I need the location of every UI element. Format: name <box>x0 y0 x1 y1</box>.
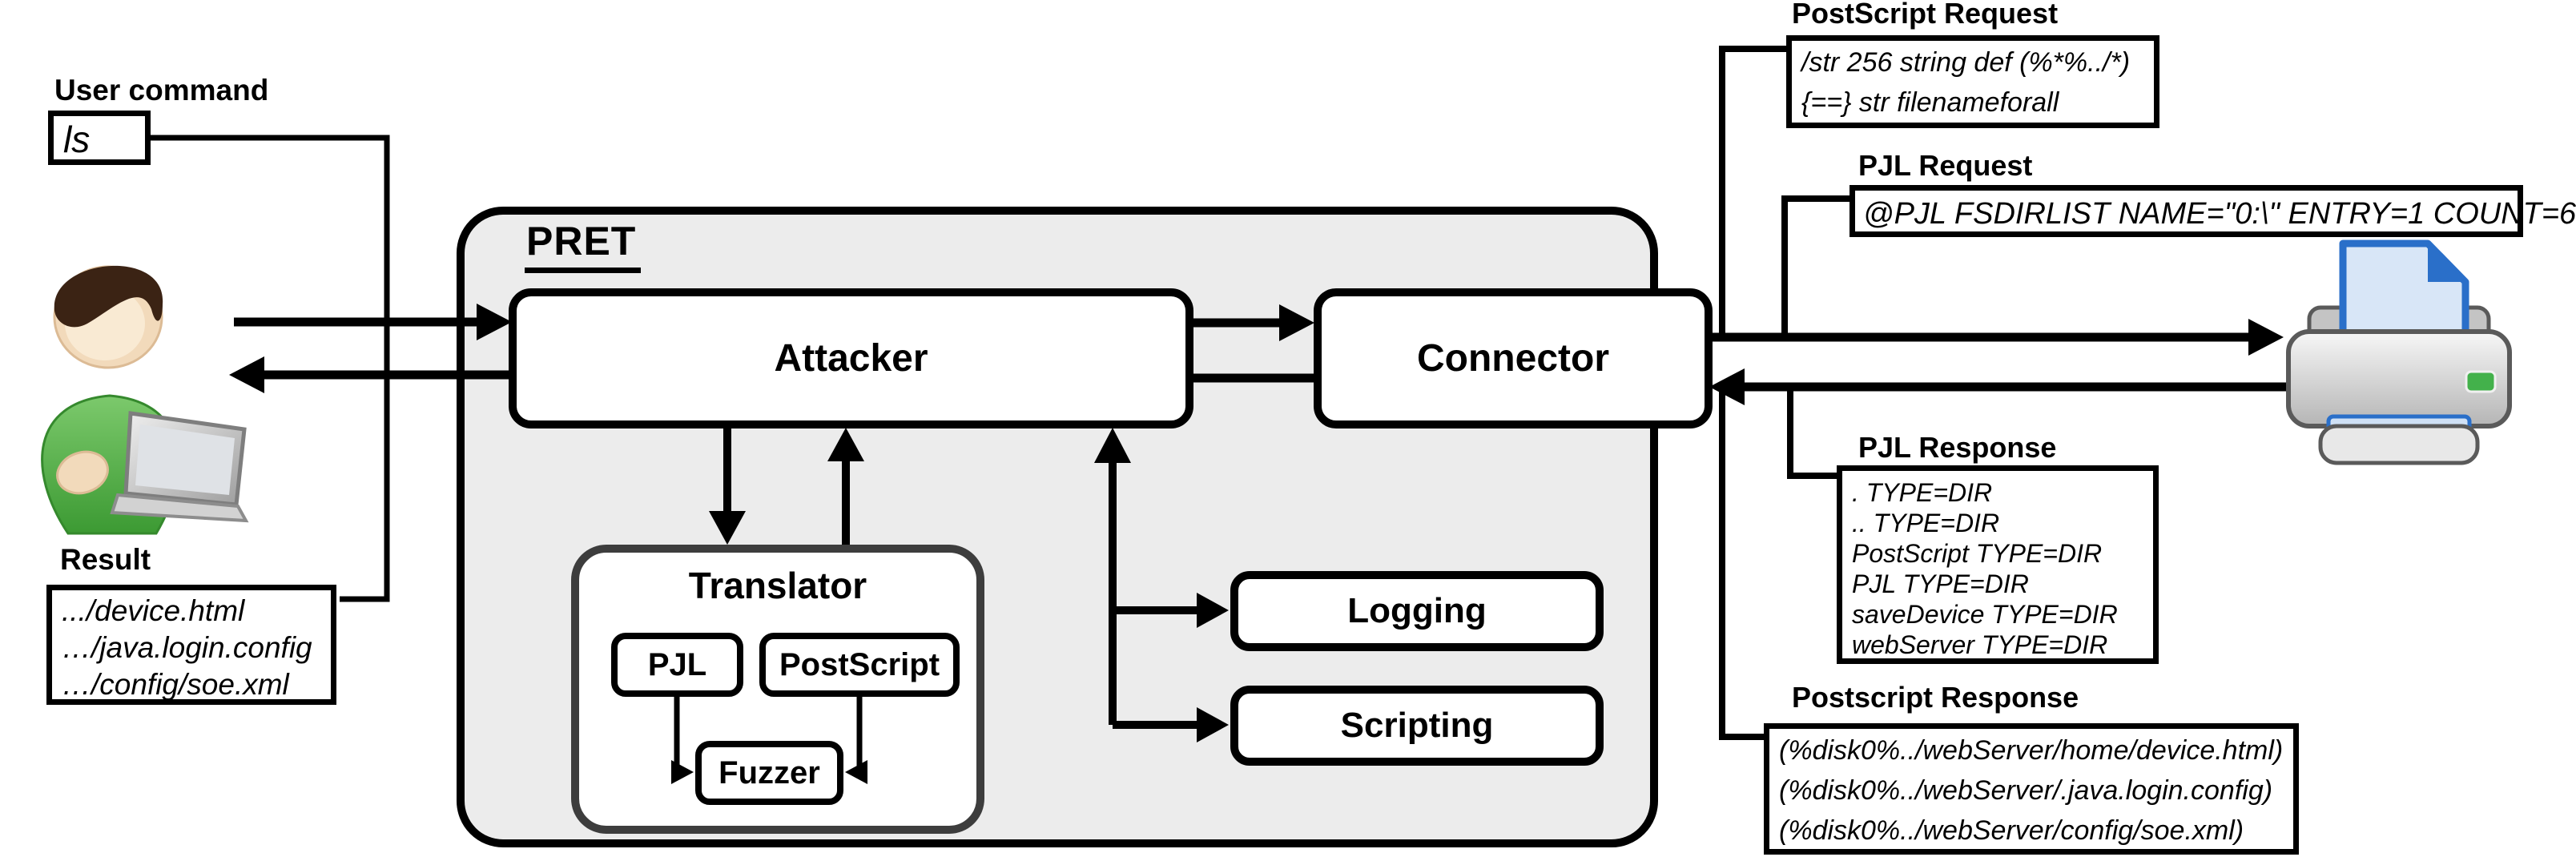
printer-document-fold <box>2428 243 2465 282</box>
pret-title: PRET <box>525 218 642 273</box>
postscript-response-line: (%disk0%../webServer/.java.login.config) <box>1779 775 2273 806</box>
pjl-label: PJL <box>647 646 707 682</box>
postscript-label: PostScript <box>779 646 940 682</box>
printer-led <box>2465 370 2497 393</box>
request-line-to-pjl-request-branch <box>1781 195 1849 337</box>
person-hair <box>54 265 163 328</box>
pjl-request-box: @PJL FSDIRLIST NAME="0:\" ENTRY=1 COUNT=… <box>1849 185 2576 237</box>
scripting-label: Scripting <box>1340 706 1494 745</box>
postscript-response-line: (%disk0%../webServer/home/device.html) <box>1779 735 2284 766</box>
result-label: Result <box>60 543 151 576</box>
pjl-response-line: webServer TYPE=DIR <box>1852 630 2108 659</box>
postscript-request-title: PostScript Request <box>1792 0 2059 30</box>
person-hand <box>56 450 109 495</box>
fuzzer-box: Fuzzer <box>695 741 843 805</box>
pjl-request-title: PJL Request <box>1858 149 2033 182</box>
result-line: .../device.html <box>62 594 245 627</box>
printer-to-connector-arrowhead <box>1709 368 1745 405</box>
pjl-response-line: PostScript TYPE=DIR <box>1852 539 2103 568</box>
connector-box: Connector <box>1314 288 1713 428</box>
result-box: .../device.html …/java.login.config …/co… <box>46 585 336 705</box>
pjl-response-line: . TYPE=DIR <box>1852 478 1993 507</box>
pjl-request-line: @PJL FSDIRLIST NAME="0:\" ENTRY=1 COUNT=… <box>1863 197 2576 231</box>
printer-icon <box>2279 234 2519 474</box>
pjl-box: PJL <box>611 633 743 697</box>
attacker-box: Attacker <box>509 288 1193 428</box>
pjl-response-line: saveDevice TYPE=DIR <box>1852 600 2118 629</box>
connector-label: Connector <box>1417 337 1609 380</box>
fuzzer-label: Fuzzer <box>718 754 820 791</box>
postscript-request-box: /str 256 string def (%*%../*) {==} str f… <box>1786 35 2159 128</box>
return-line-to-postscript-response-branch <box>1719 387 1764 740</box>
attacker-label: Attacker <box>774 337 928 380</box>
postscript-request-line: {==} str filenameforall <box>1801 87 2059 118</box>
pjl-response-line: .. TYPE=DIR <box>1852 509 2000 537</box>
postscript-response-line: (%disk0%../webServer/config/soe.xml) <box>1779 815 2244 846</box>
postscript-response-box: (%disk0%../webServer/home/device.html) (… <box>1764 723 2299 855</box>
person-with-laptop-icon <box>4 231 268 539</box>
return-line-to-pjl-response-branch <box>1787 387 1837 479</box>
request-line-to-postscript-request-branch <box>1719 46 1786 337</box>
pjl-response-title: PJL Response <box>1858 431 2057 464</box>
result-line: …/java.login.config <box>62 631 312 664</box>
pjl-response-line: PJL TYPE=DIR <box>1852 569 2029 598</box>
scripting-box: Scripting <box>1230 686 1604 766</box>
postscript-request-line: /str 256 string def (%*%../*) <box>1801 47 2131 78</box>
user-command-box: ls <box>48 111 151 165</box>
result-line: …/config/soe.xml <box>62 668 289 701</box>
user-command-label: User command <box>54 74 269 107</box>
user-command-value: ls <box>63 119 91 160</box>
logging-box: Logging <box>1230 571 1604 651</box>
pjl-response-box: . TYPE=DIR .. TYPE=DIR PostScript TYPE=D… <box>1837 465 2159 664</box>
postscript-response-title: Postscript Response <box>1792 681 2079 714</box>
postscript-box: PostScript <box>759 633 960 697</box>
translator-label: Translator <box>688 565 867 606</box>
printer-output-tray <box>2318 424 2480 465</box>
logging-label: Logging <box>1347 591 1487 630</box>
